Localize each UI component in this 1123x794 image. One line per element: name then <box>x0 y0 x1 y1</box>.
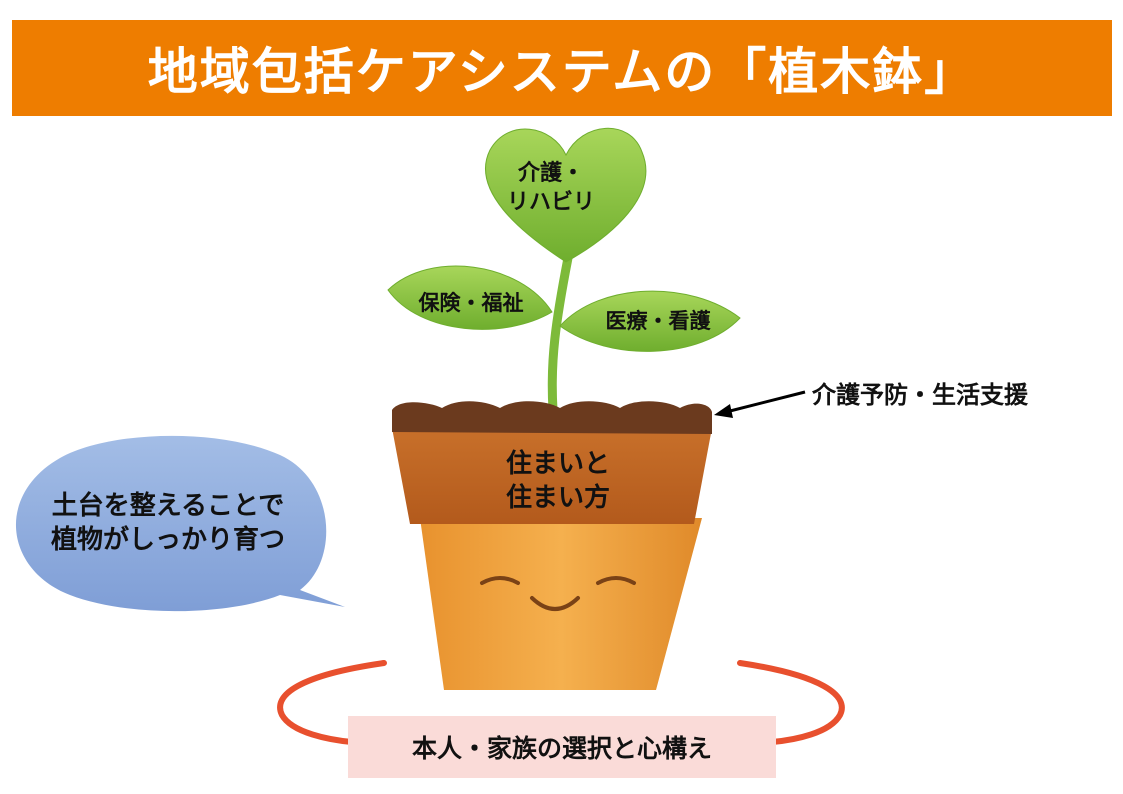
soil <box>392 401 712 434</box>
bubble-text: 土台を整えることで 植物がしっかり育つ <box>18 490 318 558</box>
base-label-box: 本人・家族の選択と心構え <box>348 716 776 778</box>
leaf-right-label: 医療・看護 <box>605 309 711 333</box>
heart-label: 介護・ リハビリ <box>476 160 626 217</box>
heart-label-line1: 介護・ <box>517 161 584 186</box>
speech-bubble <box>15 435 345 612</box>
base-ring <box>277 660 845 745</box>
leaf-left <box>387 265 553 330</box>
heart-leaf <box>484 127 647 263</box>
title-banner: 地域包括ケアシステムの「植木鉢」 <box>12 20 1112 116</box>
plant-stem <box>547 253 573 415</box>
soil-label: 介護予防・生活支援 <box>812 381 1028 409</box>
heart-label-line2: リハビリ <box>506 189 595 215</box>
pot-rim-label: 住まいと 住まい方 <box>458 448 658 516</box>
bubble-text-line2: 植物がしっかり育つ <box>50 524 285 555</box>
bubble-text-line1: 土台を整えることで <box>51 491 285 521</box>
soil-arrow <box>714 390 806 418</box>
pot-face <box>480 576 636 611</box>
page-title: 地域包括ケアシステムの「植木鉢」 <box>147 43 977 101</box>
leaf-right <box>559 290 741 352</box>
base-label: 本人・家族の選択と心構え <box>411 734 712 763</box>
pot-rim <box>392 428 712 524</box>
leaf-left-label: 保険・福祉 <box>418 291 524 315</box>
pot-body <box>420 518 702 690</box>
pot-rim-label-line1: 住まいと <box>505 449 610 479</box>
pot-rim-label-line2: 住まい方 <box>505 482 610 513</box>
